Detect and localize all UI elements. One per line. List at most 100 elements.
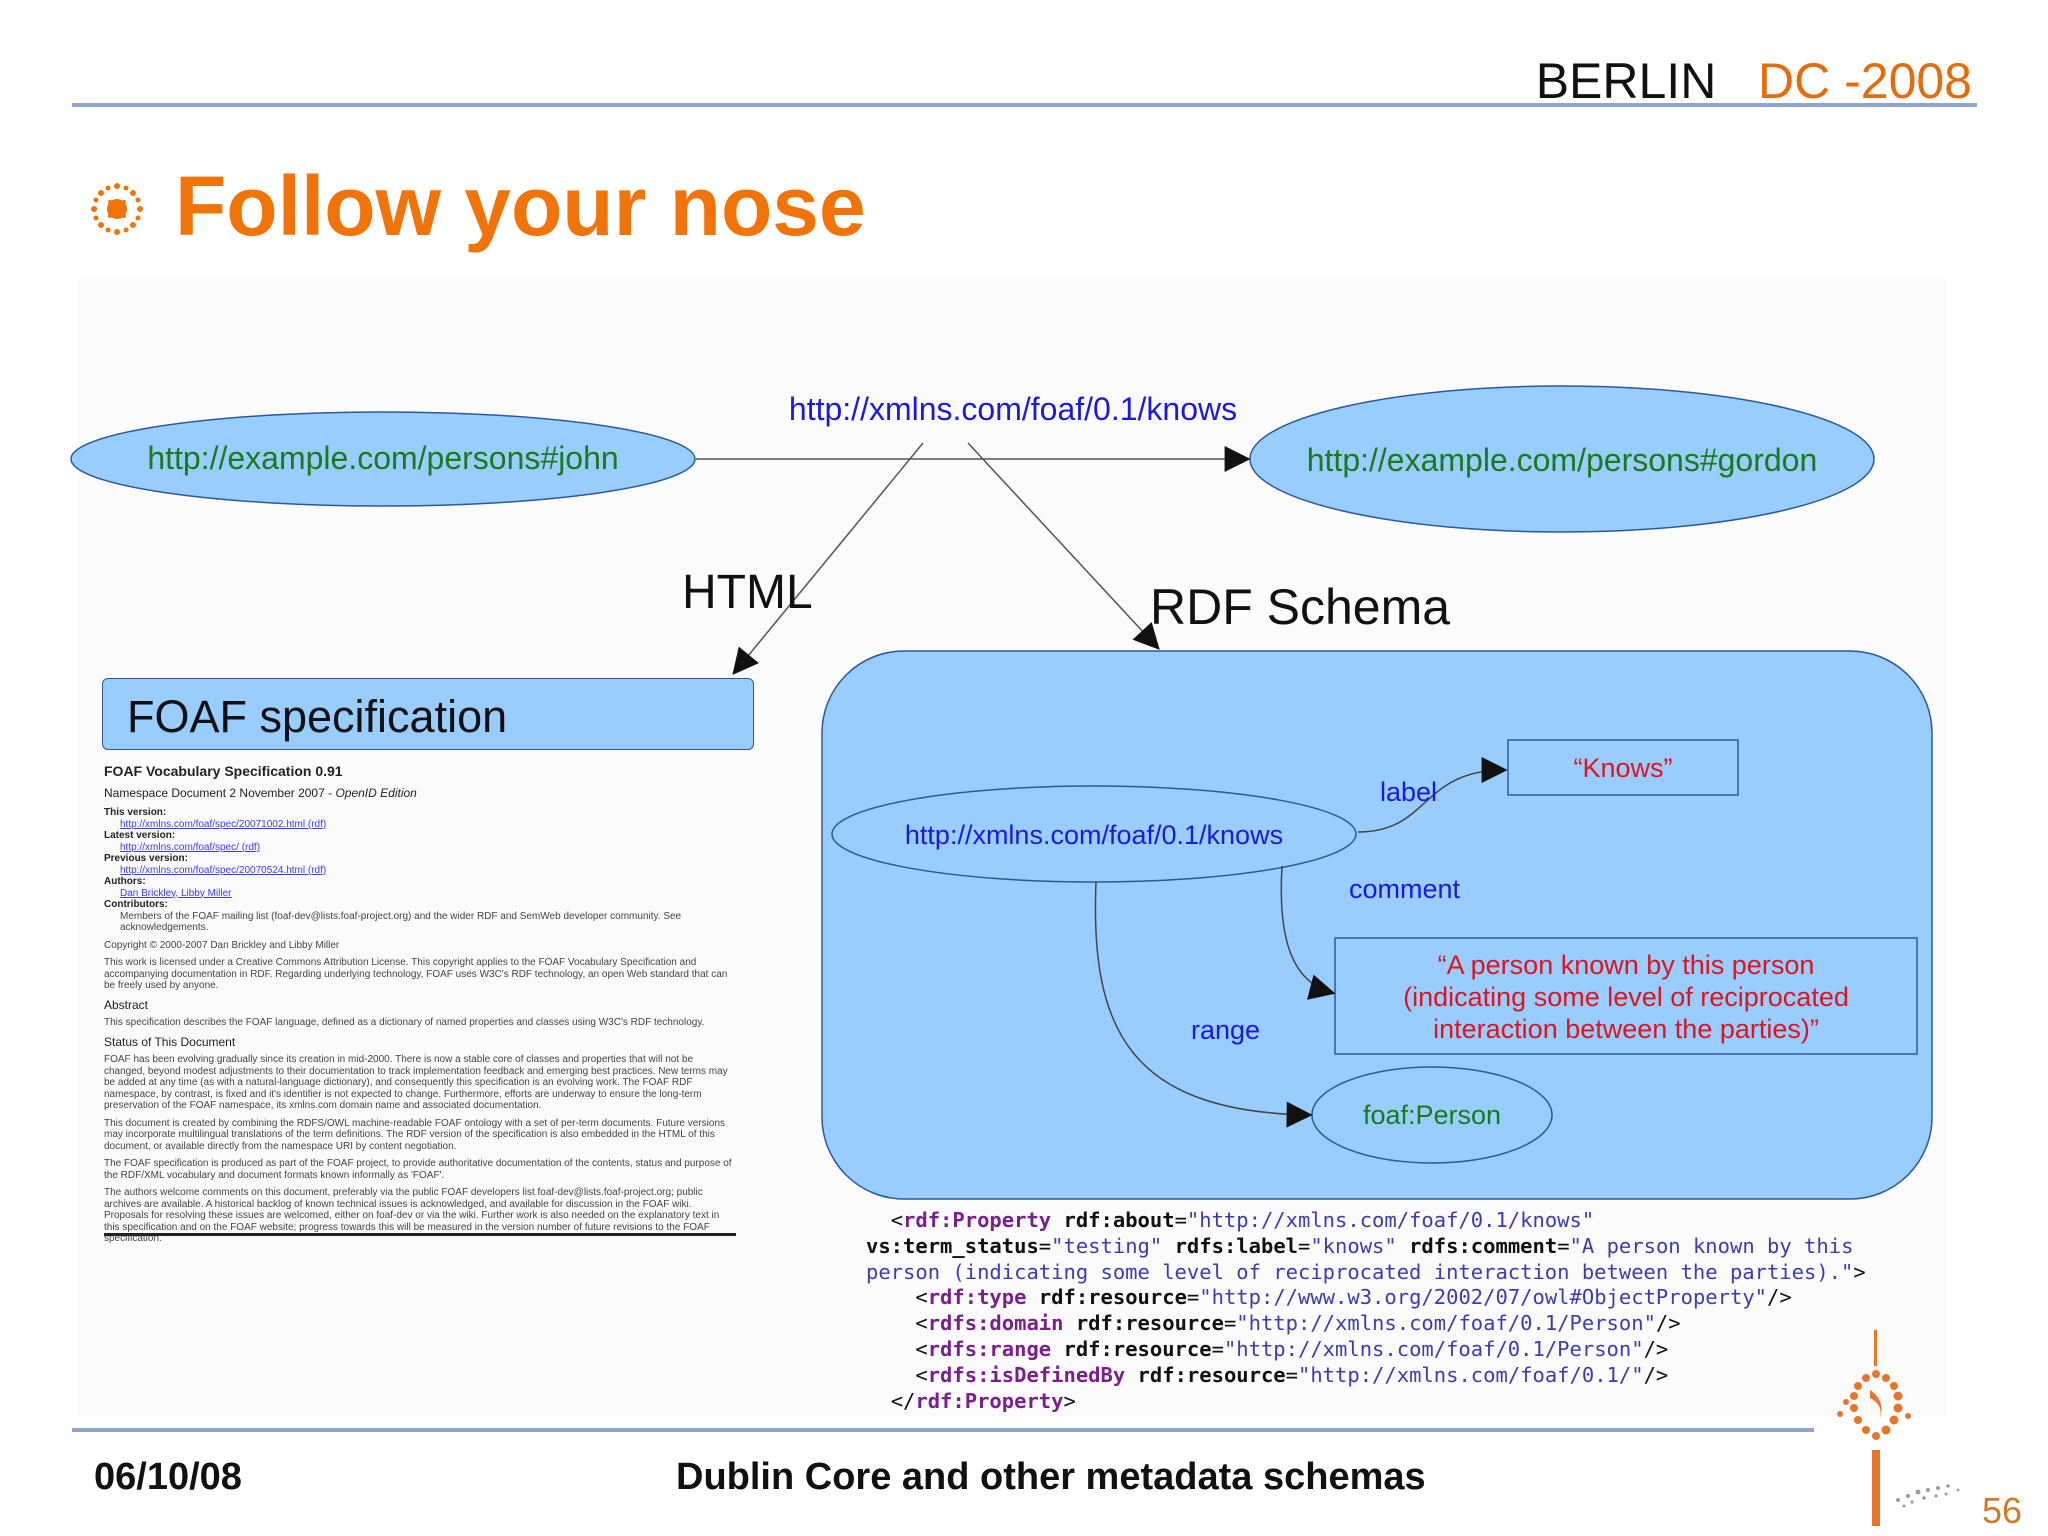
code-punct: = xyxy=(1186,1285,1200,1310)
label-literal-box xyxy=(1507,739,1739,796)
spec-status-paragraph: FOAF has been evolving gradually since i… xyxy=(104,1054,728,1111)
code-tag: rdfs:range xyxy=(927,1336,1052,1361)
code-punct: = xyxy=(1557,1233,1570,1258)
html-label: HTML xyxy=(682,566,813,619)
code-punct: </ xyxy=(890,1388,916,1413)
code-tag: rdf:type xyxy=(927,1285,1027,1310)
code-value: "http://xmlns.com/foaf/0.1/Person" xyxy=(1223,1336,1644,1361)
code-punct: > xyxy=(1063,1388,1076,1413)
event-year: DC -2008 xyxy=(1758,53,1972,109)
code-value: "http://xmlns.com/foaf/0.1/Person" xyxy=(1236,1311,1656,1336)
code-value: person (indicating some level of recipro… xyxy=(866,1259,1854,1284)
spec-bottom-rule xyxy=(104,1233,736,1236)
code-punct: /> xyxy=(1767,1285,1792,1310)
spec-abstract-text: This specification describes the FOAF la… xyxy=(104,1017,705,1028)
spec-contributors-label: Contributors: xyxy=(104,899,168,910)
code-tag: rdfs:isDefinedBy xyxy=(927,1362,1126,1387)
subject-node xyxy=(70,411,696,507)
spec-status-paragraph: The authors welcome comments on this doc… xyxy=(104,1187,720,1244)
code-attr: rdf:resource xyxy=(1063,1311,1224,1336)
spec-this-version-link[interactable]: http://xmlns.com/foaf/spec/20071002.html… xyxy=(120,818,327,830)
subject-text: http://example.com/persons#john xyxy=(147,440,618,476)
spec-latest-version-link[interactable]: http://xmlns.com/foaf/spec/ (rdf) xyxy=(120,841,261,853)
code-punct: = xyxy=(1211,1336,1224,1361)
page-number: 56 xyxy=(1982,1490,2023,1531)
event-label: BERLIN DC -2008 xyxy=(1536,52,1972,110)
code-value: "knows" xyxy=(1310,1233,1397,1258)
rdf-schema-edge xyxy=(967,442,1160,650)
range-edge-text: range xyxy=(1191,1015,1260,1045)
foaf-spec-header: FOAF specification xyxy=(102,678,754,750)
spec-title: FOAF Vocabulary Specification 0.91 xyxy=(104,763,343,779)
code-punct: = xyxy=(1285,1362,1298,1387)
comment-line-3: interaction between the parties)” xyxy=(1433,1014,1819,1044)
label-edge xyxy=(1357,757,1508,833)
predicate-label: http://xmlns.com/foaf/0.1/knows xyxy=(789,391,1237,427)
code-punct: < xyxy=(915,1336,928,1361)
code-punct: = xyxy=(1298,1233,1311,1258)
spec-abstract-heading: Abstract xyxy=(104,997,149,1012)
comment-edge-text: comment xyxy=(1349,874,1461,904)
spec-authors-label: Authors: xyxy=(104,876,146,887)
code-punct: < xyxy=(915,1285,928,1310)
tv-tower-logo xyxy=(1837,1330,1960,1526)
rdf-schema-label: RDF Schema xyxy=(1150,579,1450,635)
code-punct: < xyxy=(890,1208,904,1232)
spec-copyright: Copyright © 2000-2007 Dan Brickley and L… xyxy=(104,939,340,951)
label-literal-text: “Knows” xyxy=(1573,753,1672,783)
code-attr: vs:term_status xyxy=(866,1233,1039,1258)
code-attr: rdf:about xyxy=(1051,1208,1175,1232)
footer-title: Dublin Core and other metadata schemas xyxy=(676,1456,1426,1498)
code-value: "http://xmlns.com/foaf/0.1/" xyxy=(1298,1362,1644,1387)
code-punct: < xyxy=(915,1362,928,1387)
code-punct: = xyxy=(1174,1208,1187,1232)
spec-this-version-label: This version: xyxy=(104,807,167,818)
comment-line-1: “A person known by this person xyxy=(1438,950,1815,980)
rdf-code-block: <rdf:Property rdf:about="http://xmlns.co… xyxy=(866,1208,1866,1414)
slide-title: Follow your nose xyxy=(175,159,866,253)
property-node xyxy=(831,785,1357,883)
foaf-spec-label: FOAF specification xyxy=(127,691,508,742)
spec-status-paragraph: This document is created by combining th… xyxy=(104,1117,726,1152)
spec-status-heading: Status of This Document xyxy=(104,1034,236,1049)
property-text: http://xmlns.com/foaf/0.1/knows xyxy=(905,820,1283,850)
html-edge xyxy=(732,442,924,676)
code-punct: > xyxy=(1853,1259,1866,1284)
header-rule xyxy=(72,103,1977,107)
code-tag: rdf:Property xyxy=(915,1388,1064,1413)
code-punct: /> xyxy=(1643,1362,1669,1387)
spec-license: This work is licensed under a Creative C… xyxy=(104,957,728,991)
comment-edge xyxy=(1280,865,1336,1000)
spec-latest-version-label: Latest version: xyxy=(104,830,176,841)
label-edge-text: label xyxy=(1380,777,1437,807)
code-attr: rdf:resource xyxy=(1026,1285,1187,1310)
spec-subtitle: Namespace Document 2 November 2007 - Ope… xyxy=(104,785,417,800)
code-value: "http://www.w3.org/2002/07/owl#ObjectPro… xyxy=(1199,1285,1767,1310)
spec-previous-version-label: Previous version: xyxy=(104,853,188,864)
footer-date: 06/10/08 xyxy=(94,1456,242,1498)
code-punct: /> xyxy=(1643,1336,1669,1361)
range-node-text: foaf:Person xyxy=(1363,1100,1501,1130)
code-attr: rdfs:label xyxy=(1162,1233,1298,1258)
spec-authors[interactable]: Dan Brickley, Libby Miller xyxy=(120,887,232,899)
event-city: BERLIN xyxy=(1535,53,1717,109)
code-value: "http://xmlns.com/foaf/0.1/knows" xyxy=(1186,1208,1595,1232)
spec-previous-version-link[interactable]: http://xmlns.com/foaf/spec/20070524.html… xyxy=(120,864,327,876)
comment-line-2: (indicating some level of reciprocated xyxy=(1403,982,1849,1012)
spec-status-paragraph: The FOAF specification is produced as pa… xyxy=(104,1158,732,1181)
code-value: "A person known by this xyxy=(1569,1233,1854,1258)
footer-rule xyxy=(72,1428,1814,1432)
sun-bullet-icon xyxy=(91,183,143,235)
range-edge xyxy=(1094,881,1313,1128)
code-attr: rdfs:comment xyxy=(1396,1233,1558,1258)
code-punct: /> xyxy=(1655,1311,1681,1336)
code-tag: rdf:Property xyxy=(903,1208,1052,1232)
spec-contributors: Members of the FOAF mailing list (foaf-d… xyxy=(120,910,682,934)
foaf-spec-thumbnail: FOAF Vocabulary Specification 0.91 Names… xyxy=(104,763,736,1244)
code-punct: = xyxy=(1038,1233,1052,1258)
code-attr: rdf:resource xyxy=(1051,1336,1212,1361)
code-attr: rdf:resource xyxy=(1125,1362,1286,1387)
object-text: http://example.com/persons#gordon xyxy=(1307,442,1818,478)
code-value: "testing" xyxy=(1051,1233,1163,1258)
